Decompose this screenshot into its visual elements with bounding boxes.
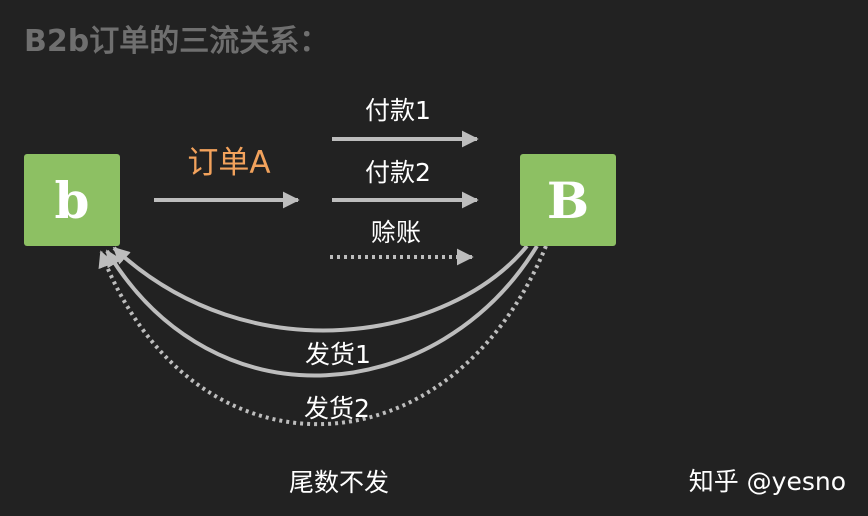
payment2-label: 付款2 xyxy=(365,158,431,187)
payment1-label: 付款1 xyxy=(365,96,431,125)
diagram-title: B2b订单的三流关系： xyxy=(24,24,330,59)
watermark: 知乎 @yesno xyxy=(688,467,846,496)
credit-label: 赊账 xyxy=(370,218,422,247)
order-label: 订单A xyxy=(187,145,271,181)
remainder-curve xyxy=(98,245,548,427)
remainder-label: 尾数不发 xyxy=(288,468,390,497)
shipment2-label: 发货2 xyxy=(304,394,370,423)
shipment2-curve xyxy=(105,244,539,378)
shipment1-curve xyxy=(112,244,529,333)
shipment1-label: 发货1 xyxy=(305,340,371,369)
node-big-b: B xyxy=(520,154,616,246)
node-small-b: b xyxy=(24,154,120,246)
